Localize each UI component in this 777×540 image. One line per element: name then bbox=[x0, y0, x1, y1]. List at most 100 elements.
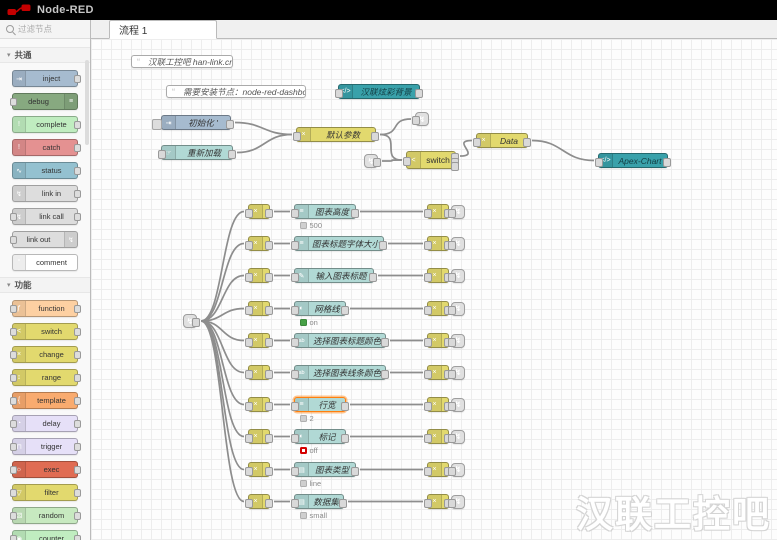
port[interactable] bbox=[341, 305, 349, 315]
port[interactable] bbox=[265, 240, 273, 250]
port[interactable] bbox=[265, 305, 273, 315]
port[interactable] bbox=[595, 157, 603, 167]
palette-category-header[interactable]: ▾功能 bbox=[0, 277, 90, 293]
change-node[interactable]: × bbox=[424, 429, 452, 444]
port[interactable] bbox=[424, 337, 432, 347]
port[interactable] bbox=[9, 534, 17, 540]
wire[interactable] bbox=[459, 139, 473, 157]
palette-node-exec[interactable]: ☼exec bbox=[9, 461, 81, 478]
port[interactable] bbox=[341, 401, 349, 411]
change-node[interactable]: × bbox=[245, 204, 273, 219]
port[interactable] bbox=[448, 498, 456, 508]
palette-node-trigger[interactable]: ⊓trigger bbox=[9, 438, 81, 455]
change-node[interactable]: × bbox=[245, 397, 273, 412]
wire[interactable] bbox=[200, 320, 245, 471]
port[interactable] bbox=[9, 488, 17, 497]
port[interactable] bbox=[73, 534, 81, 540]
port[interactable] bbox=[73, 373, 81, 382]
change-node[interactable]: × bbox=[245, 494, 273, 509]
port[interactable] bbox=[245, 272, 253, 282]
port[interactable] bbox=[265, 208, 273, 218]
palette-node-debug[interactable]: debug≡ bbox=[9, 93, 78, 110]
port[interactable] bbox=[424, 305, 432, 315]
port[interactable] bbox=[245, 433, 253, 443]
port[interactable] bbox=[9, 511, 17, 520]
port[interactable] bbox=[291, 433, 299, 443]
palette-node-filter[interactable]: ▽filter bbox=[9, 484, 81, 501]
port[interactable] bbox=[265, 498, 273, 508]
port[interactable] bbox=[245, 305, 253, 315]
port[interactable] bbox=[339, 498, 347, 508]
port[interactable] bbox=[379, 240, 387, 250]
port[interactable] bbox=[265, 466, 273, 476]
port[interactable] bbox=[291, 337, 299, 347]
port[interactable] bbox=[291, 240, 299, 250]
link-node[interactable]: ↯ bbox=[448, 333, 465, 348]
wire[interactable] bbox=[200, 242, 245, 322]
widget-node[interactable]: ◐网格线 bbox=[291, 301, 349, 316]
port[interactable] bbox=[663, 157, 671, 167]
port[interactable] bbox=[291, 369, 299, 379]
link-node[interactable]: ↯ bbox=[448, 365, 465, 380]
change-node[interactable]: × bbox=[424, 204, 452, 219]
port[interactable] bbox=[415, 88, 423, 98]
port[interactable] bbox=[369, 272, 377, 282]
port[interactable] bbox=[9, 212, 17, 221]
link-node[interactable]: ↯ bbox=[412, 112, 429, 126]
palette-node-switch[interactable]: <switch bbox=[9, 323, 81, 340]
link-node[interactable]: ↯ bbox=[448, 301, 465, 316]
port[interactable] bbox=[381, 337, 389, 347]
port[interactable] bbox=[158, 149, 166, 159]
port[interactable] bbox=[73, 488, 81, 497]
port[interactable] bbox=[73, 350, 81, 359]
port[interactable] bbox=[403, 157, 411, 166]
link-node[interactable]: ↯ bbox=[448, 236, 465, 251]
widget-node[interactable]: ▤数据集 bbox=[291, 494, 347, 509]
change-node[interactable]: × bbox=[424, 462, 452, 477]
port[interactable] bbox=[73, 396, 81, 405]
comment-node[interactable]: “需要安装节点：node-red-dashboard bbox=[166, 85, 306, 98]
wire[interactable] bbox=[200, 320, 245, 503]
port[interactable] bbox=[245, 498, 253, 508]
wire[interactable] bbox=[200, 210, 245, 322]
change-node[interactable]: × bbox=[245, 365, 273, 380]
wire[interactable] bbox=[236, 133, 293, 154]
palette-category-header[interactable]: ▾共通 bbox=[0, 47, 90, 63]
template-node[interactable]: </>汉联炫彩背景 bbox=[335, 84, 423, 99]
port[interactable] bbox=[9, 327, 17, 336]
port[interactable] bbox=[73, 143, 81, 152]
port[interactable] bbox=[341, 433, 349, 443]
palette-node-random[interactable]: ⚄random bbox=[9, 507, 81, 524]
palette-node-comment[interactable]: “comment bbox=[12, 254, 78, 271]
palette-node-link-in[interactable]: ↯link in bbox=[12, 185, 81, 202]
port[interactable] bbox=[9, 97, 17, 106]
port[interactable] bbox=[226, 119, 234, 129]
link-node[interactable]: ↯ bbox=[448, 204, 465, 219]
port[interactable] bbox=[192, 318, 200, 327]
change-node[interactable]: × bbox=[245, 301, 273, 316]
port[interactable] bbox=[73, 120, 81, 129]
port[interactable] bbox=[265, 401, 273, 411]
palette-node-counter[interactable]: ◉counter bbox=[9, 530, 81, 540]
port[interactable] bbox=[351, 208, 359, 218]
port[interactable] bbox=[73, 419, 81, 428]
widget-node[interactable]: ≡图表高度 bbox=[291, 204, 359, 219]
widget-node[interactable]: ✎输入图表标题 bbox=[291, 268, 377, 283]
palette-node-template[interactable]: {template bbox=[9, 392, 81, 409]
port[interactable] bbox=[245, 208, 253, 218]
port[interactable] bbox=[412, 116, 420, 125]
palette-search-input[interactable]: 过滤节点 bbox=[0, 20, 90, 39]
port[interactable] bbox=[245, 401, 253, 411]
port[interactable] bbox=[73, 166, 81, 175]
comment-node[interactable]: “汉联工控吧 han-link.cn bbox=[131, 55, 233, 68]
change-node[interactable]: ×默认参数 bbox=[293, 127, 379, 142]
port[interactable] bbox=[73, 511, 81, 520]
port[interactable] bbox=[265, 337, 273, 347]
template-node[interactable]: </>Apex-Chart bbox=[595, 153, 671, 168]
wire[interactable] bbox=[531, 139, 595, 162]
palette-node-range[interactable]: ↕range bbox=[9, 369, 81, 386]
port[interactable] bbox=[424, 208, 432, 218]
port[interactable] bbox=[228, 149, 236, 159]
port[interactable] bbox=[9, 350, 17, 359]
uibutton-node[interactable]: ☞重新加载 bbox=[158, 145, 236, 160]
